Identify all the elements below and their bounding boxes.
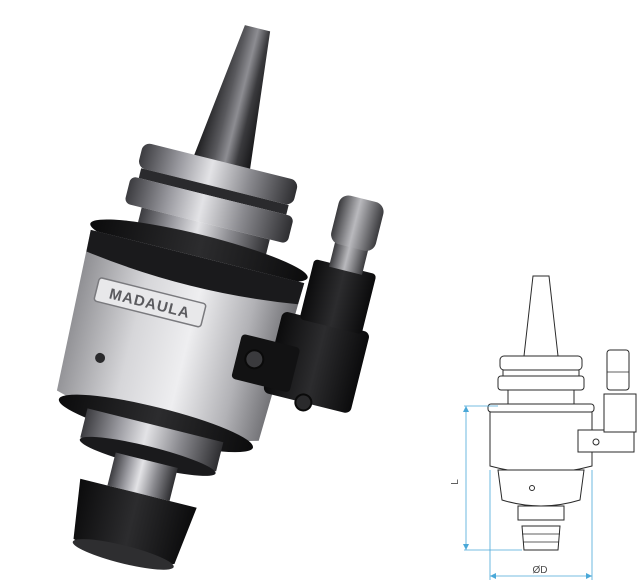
drawing-screw-hole — [529, 485, 535, 491]
lower-neck — [80, 408, 224, 472]
flange-ring-2 — [125, 177, 293, 243]
collet-nut-face — [72, 539, 174, 570]
drawing-body-lower — [497, 469, 585, 507]
length-label: L — [450, 479, 461, 485]
drawing-body — [489, 411, 593, 474]
technical-drawing: L ØD — [450, 275, 637, 580]
stop-block-port — [294, 393, 313, 412]
drawing-taper — [523, 275, 559, 357]
drawing-stop-block — [577, 429, 635, 453]
drawing-flange-1 — [499, 355, 583, 371]
drawing-stop-socket — [603, 393, 637, 433]
diameter-label: ØD — [533, 565, 548, 576]
dimension-length: L — [450, 405, 522, 551]
dimension-diameter: ØD — [489, 470, 593, 580]
drawing-flange-groove — [502, 369, 580, 377]
lower-neck-ring — [79, 436, 216, 476]
flange-ring-1 — [139, 143, 298, 205]
flange-groove — [138, 168, 289, 215]
drawing-flange-neck — [507, 389, 575, 405]
drawing-seal — [487, 403, 595, 413]
housing-top-band — [86, 229, 305, 305]
screw-hole — [95, 352, 106, 363]
taper-shank — [193, 25, 271, 171]
tool-holder-render: MADAULA — [56, 25, 384, 570]
stop-block-bolt — [244, 349, 265, 370]
drawing-stop-bolt — [592, 438, 600, 446]
drawing-collet-nut — [521, 525, 561, 551]
spindle — [107, 452, 178, 501]
stop-pin-socket — [300, 259, 376, 334]
seal-ring — [90, 219, 308, 282]
drawing-stop-pin — [606, 349, 630, 391]
drawing-flange-2 — [497, 375, 585, 391]
stop-pin — [331, 195, 384, 251]
stop-block — [231, 195, 384, 413]
drawing-lower-collar — [517, 505, 565, 521]
